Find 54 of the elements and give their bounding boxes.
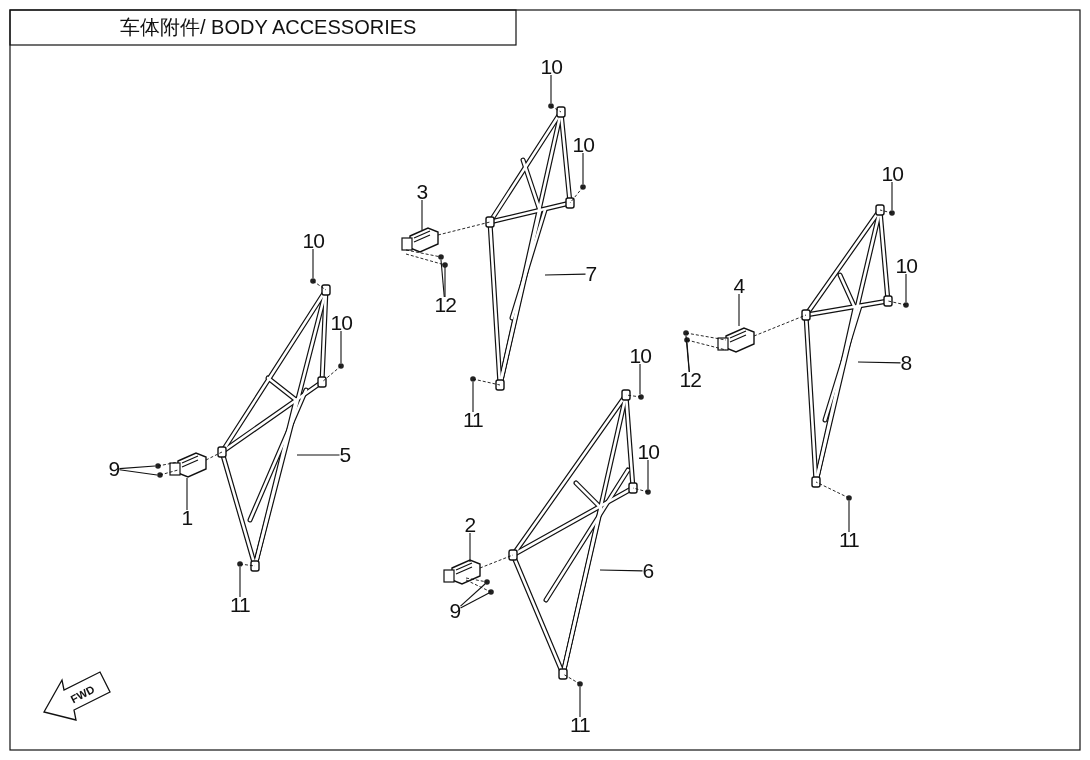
callout-number: 11 xyxy=(839,529,859,551)
leader-line xyxy=(186,477,188,511)
direction-label: FWD xyxy=(68,682,97,706)
leader-line xyxy=(848,500,850,533)
callout-number: 10 xyxy=(302,230,324,252)
drawing-title: 车体附件/ BODY ACCESSORIES xyxy=(120,15,417,40)
callout-number: 12 xyxy=(434,294,456,316)
leader-line xyxy=(421,199,423,231)
leader-line xyxy=(891,181,893,211)
leader-line xyxy=(444,266,446,298)
callout-number: 10 xyxy=(895,255,917,277)
leader-line xyxy=(440,259,445,298)
callout-number: 7 xyxy=(585,263,597,285)
leader-line xyxy=(296,454,341,456)
leader-line xyxy=(118,469,158,476)
callout-number: 4 xyxy=(733,275,745,297)
leader-line xyxy=(469,532,471,563)
leader-line xyxy=(340,330,342,364)
callout-number: 3 xyxy=(416,181,428,203)
leader-line xyxy=(582,152,584,185)
leader-line xyxy=(905,273,907,303)
leader-line xyxy=(312,248,314,279)
callout-number: 11 xyxy=(230,594,250,616)
leader-line xyxy=(118,465,156,470)
leader-line xyxy=(639,363,641,395)
leader-line xyxy=(544,273,587,276)
leader-line xyxy=(550,74,552,104)
leader-line xyxy=(686,342,690,373)
callout-number: 1 xyxy=(181,507,193,529)
callout-number: 5 xyxy=(339,444,351,466)
callout-number: 11 xyxy=(463,409,483,431)
leader-line xyxy=(459,592,490,609)
leader-line xyxy=(239,566,241,598)
callout-number: 6 xyxy=(642,560,654,582)
leader-line xyxy=(857,361,902,364)
leader-line xyxy=(472,381,474,413)
callout-number: 9 xyxy=(108,458,120,480)
leader-line xyxy=(459,583,486,607)
leader-line xyxy=(738,293,740,327)
callout-number: 10 xyxy=(629,345,651,367)
callout-number: 10 xyxy=(540,56,562,78)
callout-number: 10 xyxy=(637,441,659,463)
callout-number: 8 xyxy=(900,352,912,374)
callout-number: 12 xyxy=(679,369,701,391)
leader-line xyxy=(685,335,690,373)
callout-number: 2 xyxy=(464,514,476,536)
leader-line xyxy=(647,459,649,490)
callout-number: 10 xyxy=(881,163,903,185)
leader-line xyxy=(599,569,644,572)
callout-number: 9 xyxy=(449,600,461,622)
leader-line xyxy=(579,686,581,718)
callout-number: 11 xyxy=(570,714,590,736)
callout-number: 10 xyxy=(572,134,594,156)
callout-number: 10 xyxy=(330,312,352,334)
